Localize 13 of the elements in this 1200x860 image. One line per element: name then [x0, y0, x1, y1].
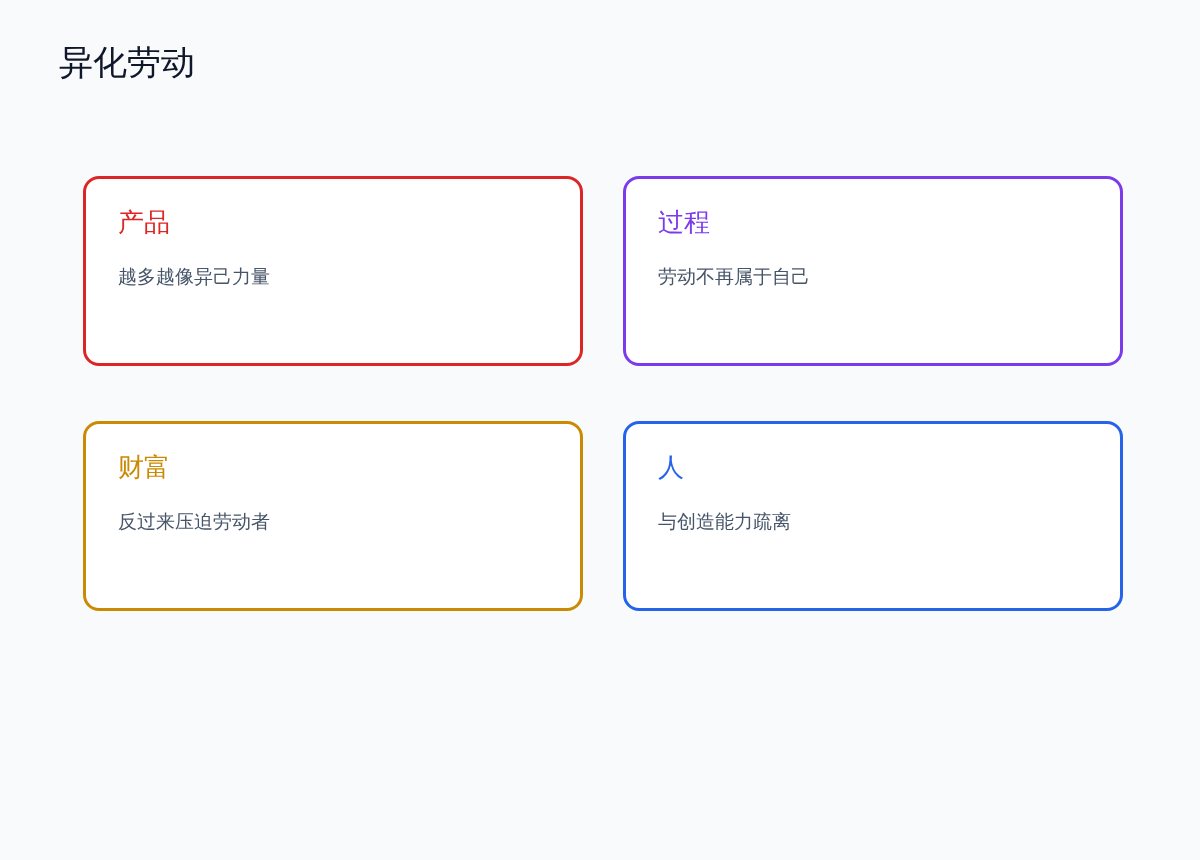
card-text: 反过来压迫劳动者 [118, 509, 270, 534]
card [83, 421, 583, 611]
card-text: 与创造能力疏离 [658, 509, 791, 534]
card-heading: 产品 [118, 206, 170, 239]
card [623, 421, 1123, 611]
card-text: 劳动不再属于自己 [658, 264, 810, 289]
card-heading: 人 [658, 451, 684, 484]
card [83, 176, 583, 366]
diagram-title: 异化劳动 [59, 41, 195, 84]
card-heading: 过程 [658, 206, 710, 239]
card [623, 176, 1123, 366]
card-heading: 财富 [118, 451, 170, 484]
card-text: 越多越像异己力量 [118, 264, 270, 289]
